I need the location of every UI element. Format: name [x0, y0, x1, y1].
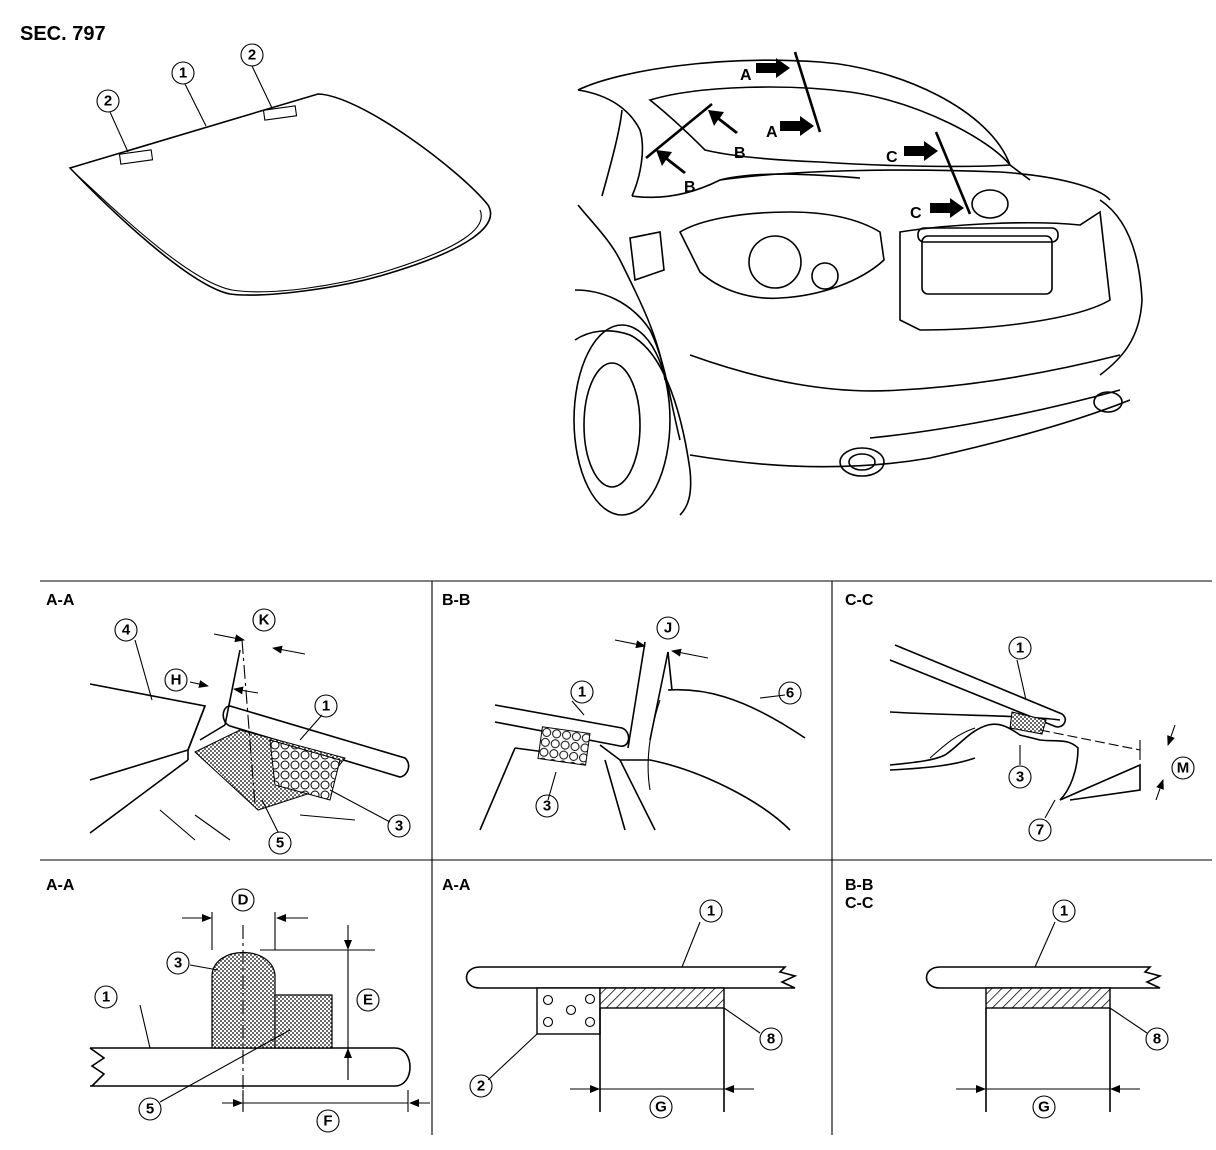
- svg-text:1: 1: [179, 65, 187, 82]
- section-grid: [40, 580, 1212, 1135]
- svg-text:8: 8: [1153, 1031, 1161, 1048]
- section-b-b-c-c-dam: [925, 921, 1163, 1112]
- svg-text:M: M: [1177, 760, 1190, 777]
- svg-text:F: F: [323, 1113, 332, 1130]
- callout-4-body: 4: [114, 618, 138, 642]
- section-a-a-spacer: [465, 921, 798, 1112]
- section-b-b-detail: [479, 639, 806, 831]
- panel-title-b-b-line: B-B: [845, 877, 873, 894]
- dimension-e: E: [356, 988, 380, 1012]
- svg-text:2: 2: [248, 47, 256, 64]
- section-c-c-detail: [889, 644, 1176, 819]
- view-marker-c-upper: C: [886, 149, 898, 166]
- callout-8-dam-view: 8: [1145, 1027, 1169, 1051]
- back-glass-view: [68, 65, 492, 296]
- vehicle-rear-view: [573, 51, 1143, 516]
- view-marker-a-lower: A: [766, 124, 778, 141]
- svg-text:6: 6: [786, 685, 794, 702]
- svg-text:1: 1: [322, 698, 330, 715]
- svg-text:2: 2: [104, 93, 112, 110]
- callout-5-profile: 5: [138, 1097, 162, 1121]
- section-a-a-profile: [89, 912, 430, 1112]
- dimension-m: M: [1171, 756, 1195, 780]
- svg-text:5: 5: [146, 1101, 154, 1118]
- dimension-g-spacer-view: G: [649, 1095, 673, 1119]
- callout-1-spacer-view: 1: [699, 899, 723, 923]
- svg-text:J: J: [664, 620, 672, 637]
- panel-title-a-a-spacer: A-A: [442, 877, 471, 894]
- callout-3-a-a: 3: [387, 814, 411, 838]
- callout-1-a-a: 1: [314, 694, 338, 718]
- svg-text:K: K: [259, 612, 270, 629]
- svg-text:5: 5: [276, 835, 284, 852]
- callout-3-profile: 3: [166, 951, 190, 975]
- svg-text:H: H: [171, 672, 182, 689]
- callout-2-spacer-left: 2: [96, 89, 120, 113]
- dimension-d: D: [231, 888, 255, 912]
- callout-1-profile: 1: [94, 985, 118, 1009]
- panel-title-c-c-line: C-C: [845, 895, 874, 912]
- callout-2-spacer-view: 2: [469, 1074, 493, 1098]
- callout-1-dam-view: 1: [1052, 899, 1076, 923]
- section-a-a-detail: [89, 633, 410, 841]
- callout-2-spacer-right: 2: [240, 43, 264, 67]
- dimension-j: J: [656, 616, 680, 640]
- callout-8-dam-spacer-view: 8: [759, 1027, 783, 1051]
- svg-text:D: D: [238, 892, 249, 909]
- svg-text:3: 3: [1016, 769, 1024, 786]
- svg-text:3: 3: [543, 798, 551, 815]
- callout-1-c-c: 1: [1008, 636, 1032, 660]
- callout-7-bracket: 7: [1028, 818, 1052, 842]
- svg-text:1: 1: [102, 989, 110, 1006]
- panel-title-a-a-lower: A-A: [46, 877, 75, 894]
- svg-text:8: 8: [767, 1031, 775, 1048]
- view-marker-b-upper: B: [734, 145, 746, 162]
- callout-6-body: 6: [778, 681, 802, 705]
- svg-text:E: E: [363, 992, 373, 1009]
- svg-text:G: G: [655, 1099, 667, 1116]
- svg-text:1: 1: [1060, 903, 1068, 920]
- callout-3-b-b: 3: [535, 794, 559, 818]
- svg-text:1: 1: [707, 903, 715, 920]
- dimension-k: K: [252, 608, 276, 632]
- callout-3-c-c: 3: [1008, 765, 1032, 789]
- callout-1-b-b: 1: [570, 680, 594, 704]
- view-marker-b-lower: B: [684, 179, 696, 196]
- dimension-h: H: [164, 668, 188, 692]
- dimension-f: F: [316, 1109, 340, 1133]
- panel-title-a-a-upper: A-A: [46, 592, 75, 609]
- svg-text:7: 7: [1036, 822, 1044, 839]
- panel-title-b-b: B-B: [442, 592, 470, 609]
- view-marker-a-upper: A: [740, 67, 752, 84]
- svg-text:G: G: [1038, 1099, 1050, 1116]
- svg-text:4: 4: [122, 622, 131, 639]
- callout-5-a-a: 5: [268, 831, 292, 855]
- section-label: SEC. 797: [20, 23, 106, 45]
- view-marker-c-lower: C: [910, 205, 922, 222]
- svg-text:1: 1: [1016, 640, 1024, 657]
- callout-1-glass: 1: [171, 61, 195, 85]
- svg-text:3: 3: [395, 818, 403, 835]
- panel-title-c-c: C-C: [845, 592, 874, 609]
- svg-text:3: 3: [174, 955, 182, 972]
- svg-text:1: 1: [578, 684, 586, 701]
- dimension-g-dam-view: G: [1032, 1095, 1056, 1119]
- svg-text:2: 2: [477, 1078, 485, 1095]
